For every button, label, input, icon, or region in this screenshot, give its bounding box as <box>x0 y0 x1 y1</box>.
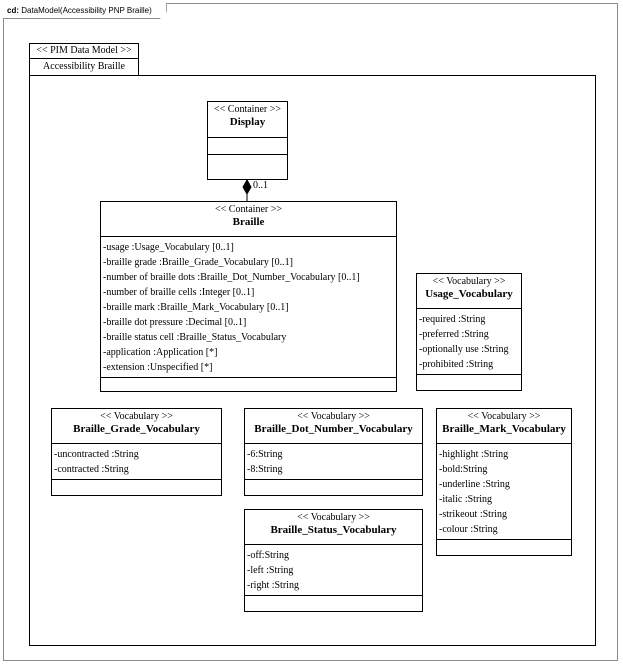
class-braille-dot-number-vocabulary-attributes: -6:String -8:String <box>245 444 422 480</box>
class-braille-status-vocabulary[interactable]: << Vocabulary >> Braille_Status_Vocabula… <box>244 509 423 612</box>
composition-diamond-icon <box>242 178 252 196</box>
attribute: -application :Application [*] <box>103 347 218 358</box>
class-braille-mark-vocabulary-stereotype: << Vocabulary >> <box>467 411 541 422</box>
class-display-attributes <box>208 138 287 155</box>
class-braille-grade-vocabulary[interactable]: << Vocabulary >> Braille_Grade_Vocabular… <box>51 408 222 496</box>
attribute: -off:String <box>247 550 290 561</box>
attribute: -number of braille cells :Integer [0..1] <box>103 287 255 298</box>
class-braille-dot-number-vocabulary-stereotype: << Vocabulary >> <box>297 411 370 422</box>
class-usage-vocabulary-stereotype: << Vocabulary >> <box>432 276 506 287</box>
attribute: -bold:String <box>439 464 488 475</box>
class-display[interactable]: << Container >> Display <box>207 101 288 180</box>
class-braille-mark-vocabulary[interactable]: << Vocabulary >> Braille_Mark_Vocabulary… <box>436 408 572 556</box>
package-stereotype: << PIM Data Model >> <box>36 45 132 56</box>
attribute: -left :String <box>247 565 294 576</box>
attribute: -contracted :String <box>54 464 129 475</box>
class-braille-status-vocabulary-header: << Vocabulary >> Braille_Status_Vocabula… <box>245 510 422 545</box>
attribute: -prohibited :String <box>419 359 494 370</box>
class-braille-stereotype: << Container >> <box>215 204 282 215</box>
class-braille-mark-vocabulary-attributes: -highlight :String -bold:String -underli… <box>437 444 571 540</box>
attribute: -braille grade :Braille_Grade_Vocabulary… <box>103 257 294 268</box>
class-display-name: Display <box>229 116 266 128</box>
class-braille-grade-vocabulary-stereotype: << Vocabulary >> <box>100 411 173 422</box>
class-usage-vocabulary-name: Usage_Vocabulary <box>425 288 513 300</box>
class-braille-header: << Container >> Braille <box>101 202 396 237</box>
attribute: -braille mark :Braille_Mark_Vocabulary [… <box>103 302 289 313</box>
class-braille-status-vocabulary-attributes: -off:String -left :String -right :String <box>245 545 422 596</box>
attribute: -braille dot pressure :Decimal [0..1] <box>103 317 247 328</box>
diagram-frame-label: cd: DataModel(Accessibility PNP Braille) <box>3 3 167 19</box>
attribute: -strikeout :String <box>439 509 508 520</box>
class-usage-vocabulary-attributes: -required :String -preferred :String -op… <box>417 309 521 375</box>
package-tab-divider <box>30 58 138 59</box>
class-display-stereotype: << Container >> <box>214 104 281 115</box>
composition-multiplicity: 0..1 <box>253 180 268 191</box>
attribute: -optionally use :String <box>419 344 509 355</box>
frame-kind: cd: <box>7 6 19 15</box>
attribute: -8:String <box>247 464 283 475</box>
class-usage-vocabulary[interactable]: << Vocabulary >> Usage_Vocabulary -requi… <box>416 273 522 391</box>
class-braille-mark-vocabulary-header: << Vocabulary >> Braille_Mark_Vocabulary <box>437 409 571 444</box>
class-braille-dot-number-vocabulary-header: << Vocabulary >> Braille_Dot_Number_Voca… <box>245 409 422 444</box>
class-braille-status-vocabulary-name: Braille_Status_Vocabulary <box>270 524 397 536</box>
class-braille-status-vocabulary-stereotype: << Vocabulary >> <box>297 512 370 523</box>
class-braille-dot-number-vocabulary[interactable]: << Vocabulary >> Braille_Dot_Number_Voca… <box>244 408 423 496</box>
attribute: -uncontracted :String <box>54 449 139 460</box>
attribute: -right :String <box>247 580 299 591</box>
class-braille-dot-number-vocabulary-name: Braille_Dot_Number_Vocabulary <box>254 423 413 435</box>
package-tab[interactable]: << PIM Data Model >> Accessibility Brail… <box>29 43 139 76</box>
attribute: -6:String <box>247 449 283 460</box>
class-braille-grade-vocabulary-attributes: -uncontracted :String -contracted :Strin… <box>52 444 221 480</box>
frame-title: DataModel(Accessibility PNP Braille) <box>21 6 152 15</box>
class-braille-mark-vocabulary-name: Braille_Mark_Vocabulary <box>442 423 566 435</box>
attribute: -usage :Usage_Vocabulary [0..1] <box>103 242 234 253</box>
class-braille-grade-vocabulary-name: Braille_Grade_Vocabulary <box>73 423 200 435</box>
class-braille-attributes: -usage :Usage_Vocabulary [0..1] -braille… <box>101 237 396 378</box>
attribute: -required :String <box>419 314 486 325</box>
attribute: -braille status cell :Braille_Status_Voc… <box>103 332 287 343</box>
attribute: -preferred :String <box>419 329 489 340</box>
class-display-header: << Container >> Display <box>208 102 287 138</box>
package-name: Accessibility Braille <box>43 61 125 72</box>
attribute: -italic :String <box>439 494 493 505</box>
diagram-frame <box>3 3 618 661</box>
class-usage-vocabulary-header: << Vocabulary >> Usage_Vocabulary <box>417 274 521 309</box>
class-braille-name: Braille <box>232 216 265 228</box>
attribute: -number of braille dots :Braille_Dot_Num… <box>103 272 360 283</box>
attribute: -highlight :String <box>439 449 509 460</box>
attribute: -underline :String <box>439 479 510 490</box>
attribute: -extension :Unspecified [*] <box>103 362 213 373</box>
class-braille[interactable]: << Container >> Braille -usage :Usage_Vo… <box>100 201 397 392</box>
attribute: -colour :String <box>439 524 498 535</box>
class-braille-grade-vocabulary-header: << Vocabulary >> Braille_Grade_Vocabular… <box>52 409 221 444</box>
